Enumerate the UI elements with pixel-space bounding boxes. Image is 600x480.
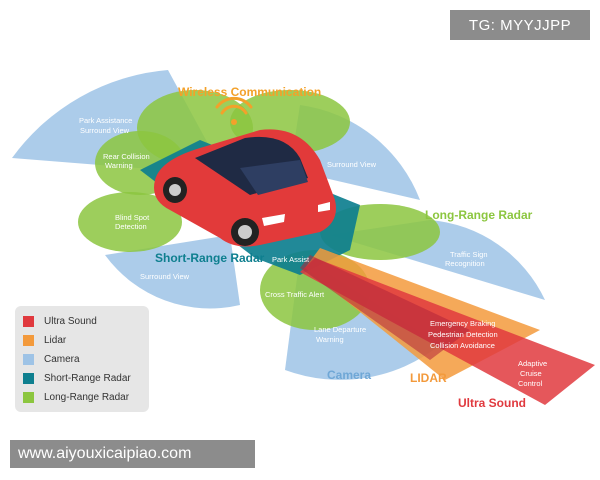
legend-label: Lidar (44, 335, 67, 346)
label-park-assist: Park Assist (272, 255, 310, 264)
label-rear-collision: Rear Collision (103, 152, 150, 161)
label-traffic-sign-recognition: Recognition (445, 259, 485, 268)
legend-swatch-lidar (23, 335, 34, 346)
label-pedestrian-detection: Pedestrian Detection (428, 330, 498, 339)
title-lidar: LIDAR (410, 371, 447, 385)
label-cross-traffic: Cross Traffic Alert (265, 290, 325, 299)
legend-item: Ultra Sound (23, 312, 141, 331)
legend-item: Short-Range Radar (23, 369, 141, 388)
legend-swatch-long-range-radar (23, 392, 34, 403)
label-surround-view-left: Surround View (140, 272, 190, 281)
title-ultra-sound: Ultra Sound (458, 396, 526, 410)
legend-item: Long-Range Radar (23, 388, 141, 407)
long-radar-lobe-side (78, 192, 182, 252)
legend-swatch-short-range-radar (23, 373, 34, 384)
legend: Ultra Sound Lidar Camera Short-Range Rad… (15, 306, 149, 412)
title-long-range-radar: Long-Range Radar (425, 208, 533, 222)
label-rear-collision-warning: Warning (105, 161, 133, 170)
legend-label: Camera (44, 354, 80, 365)
title-wireless: Wireless Communication (178, 85, 321, 99)
label-adaptive: Adaptive (518, 359, 547, 368)
label-traffic-sign: Traffic Sign (450, 250, 488, 259)
wireless-icon (215, 96, 253, 125)
legend-label: Short-Range Radar (44, 373, 131, 384)
legend-label: Ultra Sound (44, 316, 97, 327)
camera-wedge-left-lower (105, 235, 240, 309)
title-short-range-radar: Short-Range Radar (155, 251, 265, 265)
label-lane-departure: Lane Departure (314, 325, 366, 334)
label-blind-spot: Blind Spot (115, 213, 150, 222)
title-camera: Camera (327, 368, 371, 382)
label-park-assistance-surround: Surround View (80, 126, 130, 135)
legend-item: Camera (23, 350, 141, 369)
label-surround-view-right: Surround View (327, 160, 377, 169)
label-collision-avoidance: Collision Avoidance (430, 341, 495, 350)
label-park-assistance: Park Assistance (79, 116, 132, 125)
short-radar-beam (300, 255, 470, 360)
legend-label: Long-Range Radar (44, 392, 130, 403)
label-lane-departure-warning: Warning (316, 335, 344, 344)
label-emergency-braking: Emergency Braking (430, 319, 495, 328)
label-blind-spot-detection: Detection (115, 222, 147, 231)
label-adaptive-control: Control (518, 379, 543, 388)
website-watermark[interactable]: www.aiyouxicaipiao.com (10, 440, 255, 468)
telegram-watermark: TG: MYYJJPP (450, 10, 590, 40)
label-adaptive-cruise: Cruise (520, 369, 542, 378)
car-icon (154, 129, 336, 247)
legend-item: Lidar (23, 331, 141, 350)
legend-swatch-camera (23, 354, 34, 365)
legend-swatch-ultra-sound (23, 316, 34, 327)
